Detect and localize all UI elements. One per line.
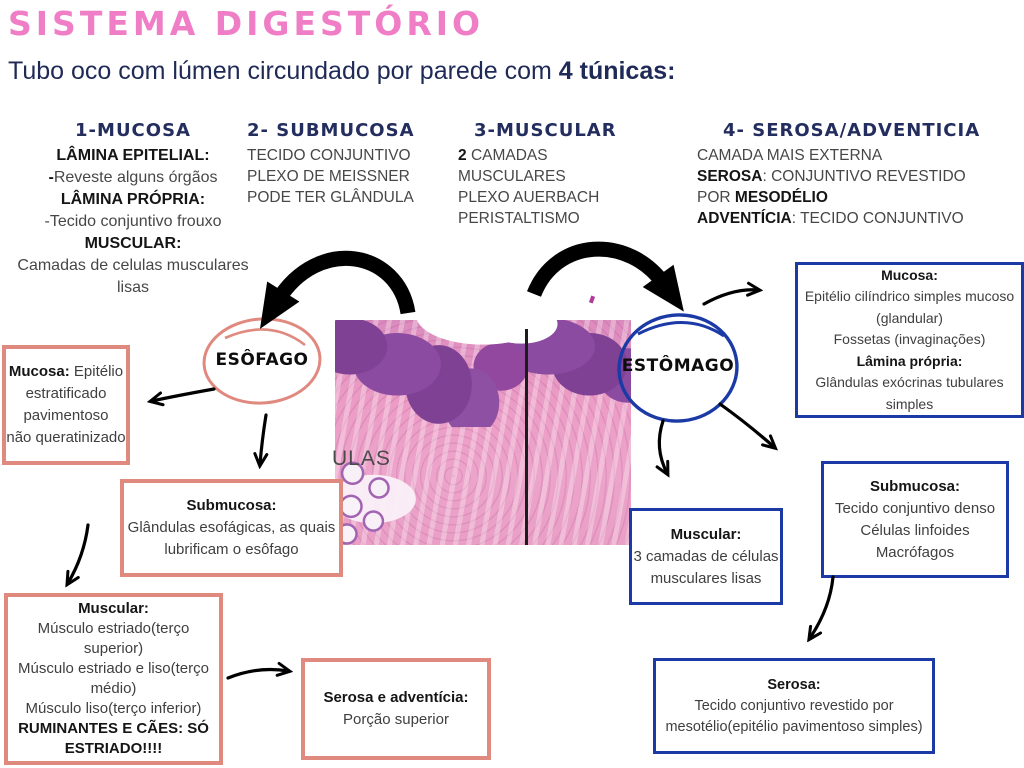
text-line: Muscular: [78, 600, 149, 617]
big-arrow-to-esophagus [259, 250, 416, 329]
arrow-stomach-to-submucosa [718, 402, 774, 447]
esophagus-oval-label: ESÔFAGO [215, 350, 309, 370]
text-line: PODE TER GLÂNDULA [247, 189, 414, 206]
text-line: musculares lisas [650, 569, 762, 587]
tunica-column-muscular: 3-MUSCULAR 2 CAMADAS MUSCULARES PLEXO AU… [455, 120, 658, 229]
text-line: 3 camadas de células [633, 547, 779, 565]
esophagus-serosa-adventicia-box: Serosa e adventícia: Porção superior [301, 658, 491, 760]
micrograph-caption-fragment: ULAS [332, 447, 391, 470]
text-line: 2 CAMADAS MUSCULARES [458, 147, 566, 185]
esophagus-muscular-box: Muscular: Músculo estriado(terço superior)… [4, 593, 223, 765]
text-line: RUMINANTES E CÃES: SÓ [18, 720, 209, 737]
text-line: PERISTALTISMO [458, 210, 580, 227]
tunica-column-submucosa: 2- SUBMUCOSA TECIDO CONJUNTIVO PLEXO DE M… [240, 120, 417, 208]
tunica-notes: CAMADA MAIS EXTERNA SEROSA: CONJUNTIVO RE… [697, 145, 1024, 229]
stomach-serosa-box: Serosa: Tecido conjuntivo revestido por me… [653, 658, 935, 754]
micrograph-divider-line [525, 329, 528, 545]
stain-speck [588, 295, 596, 304]
page-title: SISTEMA DIGESTÓRIO [8, 4, 485, 43]
text-line: Camadas de celulas musculares lisas [17, 257, 249, 296]
text-line: Serosa e adventícia: [323, 689, 469, 706]
text-line: superior) [83, 640, 144, 657]
text-line: LÂMINA EPITELIAL: [56, 147, 210, 164]
text-line: Porção superior [343, 711, 449, 728]
text-line: Glândulas exócrinas tubulares [815, 374, 1004, 391]
text-line: LÂMINA PRÓPRIA: [60, 191, 206, 208]
text-line: simples [885, 395, 934, 412]
text-line: Macrófagos [875, 543, 955, 561]
text-line: -Reveste alguns órgãos [48, 169, 218, 186]
text-line: CAMADA MAIS EXTERNA [697, 147, 883, 164]
text-line: médio) [90, 680, 137, 697]
text-line: Fossetas (invaginações) [833, 331, 986, 348]
arrow-stomach-to-muscular [659, 419, 667, 473]
stomach-mucosa-box: Mucosa: Epitélio cilíndrico simples mucos… [795, 262, 1024, 418]
lumen-art [335, 315, 631, 405]
tunica-column-mucosa: 1-MUCOSA LÂMINA EPITELIAL: -Reveste algun… [0, 120, 266, 299]
text-line: Submucosa: [186, 497, 277, 514]
text-line: ADVENTÍCIA: TECIDO CONJUNTIVO [697, 210, 964, 227]
esophagus-submucosa-box: Submucosa: Glândulas esofágicas, as quais… [120, 479, 343, 577]
text-line: SEROSA: CONJUNTIVO REVESTIDO [697, 168, 966, 185]
text-line: POR MESODÉLIO [697, 189, 828, 206]
text-line: pavimentoso [23, 407, 109, 424]
text-line: estratificado [25, 385, 107, 402]
arrow-esophagus-to-submucosa [260, 413, 266, 464]
arrow-stomach-to-mucosa [702, 290, 758, 306]
text-line: MUSCULAR: [84, 235, 182, 252]
text-line: Músculo estriado(terço [37, 620, 190, 637]
arrow-mucosa-to-muscular [68, 523, 90, 583]
text-line: ESTRIADO!!!! [64, 740, 163, 757]
text-line: Músculo liso(terço inferior) [25, 700, 202, 717]
arrow-muscular-to-serosa [226, 670, 288, 680]
esophagus-mucosa-box: Mucosa: Epitélio estratificado pavimentoso… [2, 345, 130, 465]
text-line: Mucosa: [881, 266, 938, 283]
text-line: PLEXO AUERBACH [458, 189, 600, 206]
stomach-muscular-box: Muscular: 3 camadas de células musculares … [629, 508, 783, 605]
text-line: não queratinizado [6, 429, 126, 446]
text-line: mesotélio(epitélio pavimentoso simples) [665, 718, 923, 735]
text-line: Mucosa: Epitélio [8, 363, 124, 380]
text-line: Lâmina própria: [856, 352, 963, 369]
tunica-column-serosa-adventicia: 4- SEROSA/ADVENTICIA CAMADA MAIS EXTERNA… [697, 120, 1024, 229]
text-line: lubrificam o esôfago [164, 541, 299, 558]
arrow-esophagus-to-mucosa [152, 387, 216, 401]
arrow-submucosa-to-serosa [810, 575, 835, 638]
text-line: (glandular) [876, 309, 943, 326]
text-line: Muscular: [670, 525, 742, 543]
gland-cluster-art [335, 453, 415, 545]
text-line: Tecido conjuntivo denso [834, 499, 996, 517]
tunica-notes: 2 CAMADAS MUSCULARES PLEXO AUERBACH PERIS… [458, 145, 658, 229]
text-line: Submucosa: [869, 477, 960, 495]
stomach-oval-label: ESTÔMAGO [621, 356, 735, 376]
text-line: Serosa: [767, 676, 821, 693]
histology-micrograph: ULAS [332, 315, 631, 545]
tunica-notes: TECIDO CONJUNTIVO PLEXO DE MEISSNER PODE T… [247, 145, 417, 208]
tunica-heading: 2- SUBMUCOSA [247, 120, 415, 141]
text-line: -Tecido conjuntivo frouxo [44, 213, 222, 230]
text-line: Epitélio cilíndrico simples mucoso [804, 288, 1015, 305]
intro-text: Tubo oco com lúmen circundado por parede… [8, 57, 676, 85]
tunica-heading: 1-MUCOSA [75, 120, 191, 141]
text-line: TECIDO CONJUNTIVO [247, 147, 411, 164]
big-arrow-to-stomach [527, 241, 684, 312]
text-line: Músculo estriado e liso(terço [18, 660, 209, 677]
tunica-heading: 4- SEROSA/ADVENTICIA [723, 120, 981, 141]
text-line: Células linfoides [860, 521, 970, 539]
text-line: Tecido conjuntivo revestido por [694, 697, 894, 714]
text-line: Glândulas esofágicas, as quais [127, 519, 336, 536]
text-line: PLEXO DE MEISSNER [247, 168, 410, 185]
tunica-heading: 3-MUSCULAR [474, 120, 617, 141]
